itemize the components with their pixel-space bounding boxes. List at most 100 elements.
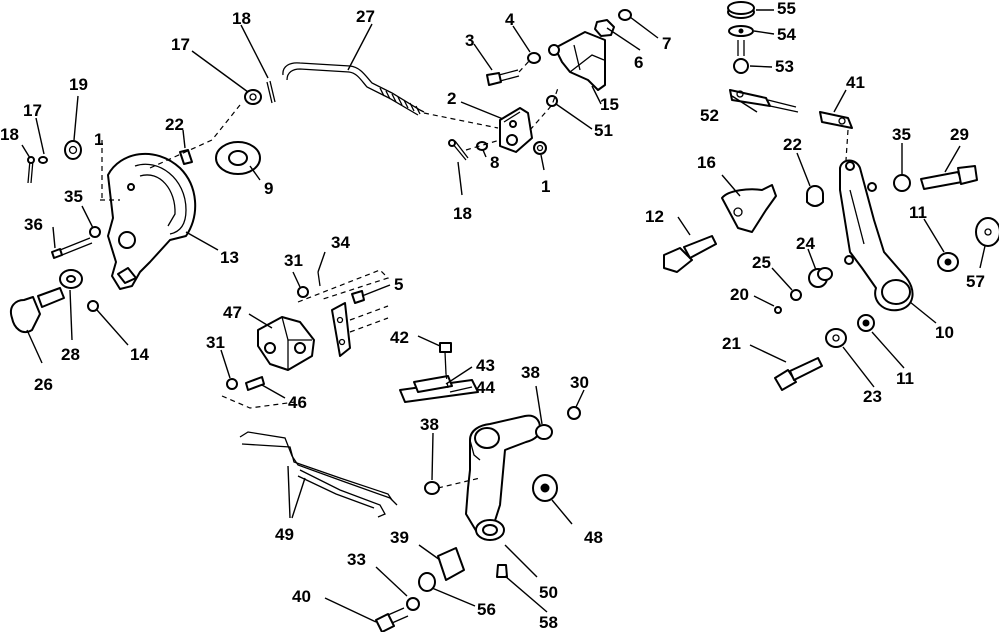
nut-31 (297, 286, 309, 298)
label-51: 51 (594, 121, 613, 140)
bushing-11a (937, 252, 959, 272)
nut-20 (774, 306, 782, 314)
pivot-block-47 (257, 316, 315, 371)
bolt-12 (663, 235, 717, 273)
label-39: 39 (390, 528, 409, 547)
label-33: 33 (347, 550, 366, 569)
rod-end-52 (729, 89, 799, 113)
bracket-5 (331, 290, 365, 357)
washer-56 (418, 572, 436, 592)
weight-16 (721, 184, 777, 233)
label-17: 17 (171, 35, 190, 54)
label-29: 29 (950, 125, 969, 144)
bushing-24 (808, 267, 833, 288)
nut-6 (594, 19, 615, 37)
link-connector-2 (499, 107, 533, 153)
cotter-pin-18 (266, 80, 276, 104)
cotter-pin-18b (448, 139, 469, 161)
label-13: 13 (220, 248, 239, 267)
label-11: 11 (909, 203, 927, 222)
label-40: 40 (292, 587, 311, 606)
label-53: 53 (775, 57, 794, 76)
label-42: 42 (390, 328, 409, 347)
bracket-15 (548, 31, 606, 91)
label-47: 47 (223, 303, 242, 322)
bolt-21 (774, 357, 823, 391)
label-24: 24 (796, 234, 815, 253)
bushing-39 (437, 547, 465, 581)
label-19: 19 (69, 75, 88, 94)
washer-23 (825, 328, 847, 348)
label-31b: 31 (206, 333, 225, 352)
label-5: 5 (394, 275, 403, 294)
label-41: 41 (846, 73, 865, 92)
bolt-29 (920, 165, 978, 190)
bushing-38b (424, 481, 440, 495)
retainer-17b-19 (38, 140, 82, 164)
washer-7 (618, 9, 632, 21)
label-7: 7 (662, 34, 671, 53)
label-22b: 22 (783, 135, 802, 154)
bolt-3 (486, 69, 520, 86)
label-34: 34 (331, 233, 350, 252)
nut-1 (533, 141, 547, 155)
fitting-58 (496, 564, 508, 578)
nut-35b (893, 174, 911, 192)
label-12: 12 (645, 207, 664, 226)
label-56: 56 (477, 600, 496, 619)
nut-35 (89, 226, 101, 238)
label-43: 43 (476, 356, 495, 375)
label-16: 16 (697, 153, 716, 172)
label-46: 46 (288, 393, 307, 412)
label-18b: 18 (453, 204, 472, 223)
lever-arm-50 (465, 414, 541, 541)
pin-46 (245, 376, 265, 391)
label-48: 48 (584, 528, 603, 547)
cam-plate-13 (107, 152, 197, 290)
label-55: 55 (777, 0, 796, 18)
label-18c: 18 (0, 125, 19, 144)
label-38b: 38 (420, 415, 439, 434)
label-15: 15 (600, 95, 619, 114)
washer-33 (406, 597, 420, 611)
spring-pin-34 (317, 271, 321, 287)
label-30: 30 (570, 373, 589, 392)
label-49: 49 (275, 525, 294, 544)
nut-30 (567, 406, 581, 420)
label-27: 27 (356, 7, 375, 26)
leader-lines (21, 9, 986, 623)
label-57: 57 (966, 272, 985, 291)
spacer-22b (806, 185, 824, 207)
screw-42 (439, 342, 452, 375)
label-54: 54 (777, 25, 796, 44)
washer-28 (59, 269, 83, 289)
label-35: 35 (64, 187, 83, 206)
label-52: 52 (700, 106, 719, 125)
label-25: 25 (752, 253, 771, 272)
lever-10 (839, 159, 914, 312)
shift-rods-49 (239, 431, 398, 518)
label-31: 31 (284, 251, 303, 270)
label-6: 6 (634, 53, 643, 72)
label-20: 20 (730, 285, 749, 304)
label-1: 1 (541, 177, 550, 196)
label-11b: 11 (896, 369, 914, 388)
label-8: 8 (490, 153, 499, 172)
label-14: 14 (130, 345, 149, 364)
label-58: 58 (539, 613, 558, 632)
rod-end-41 (819, 111, 853, 129)
label-44: 44 (476, 378, 495, 397)
retainer-17 (244, 89, 262, 105)
label-10: 10 (935, 323, 954, 342)
label-28: 28 (61, 345, 80, 364)
label-26: 26 (34, 375, 53, 394)
bolt-26 (10, 287, 65, 334)
label-17b: 17 (23, 101, 42, 120)
label-4: 4 (505, 10, 515, 29)
label-3: 3 (465, 31, 474, 50)
bushing-11b (857, 314, 875, 332)
label-35b: 35 (892, 125, 911, 144)
label-2: 2 (447, 89, 456, 108)
